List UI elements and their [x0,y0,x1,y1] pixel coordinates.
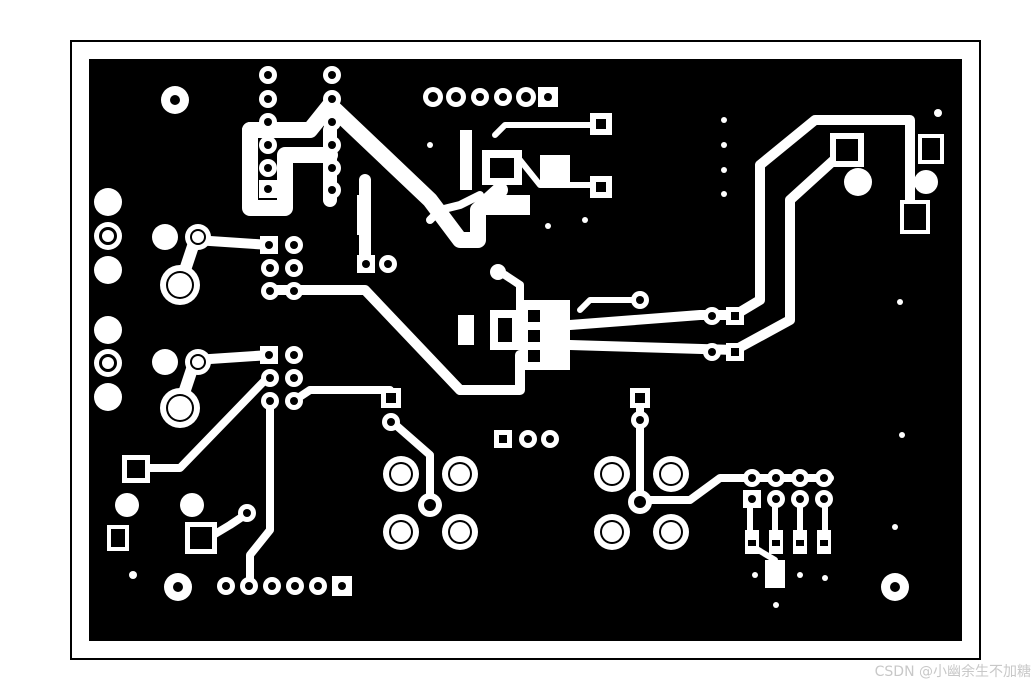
watermark-text: CSDN @小幽余生不加糖 [874,664,1031,680]
copper-pads [94,66,944,608]
